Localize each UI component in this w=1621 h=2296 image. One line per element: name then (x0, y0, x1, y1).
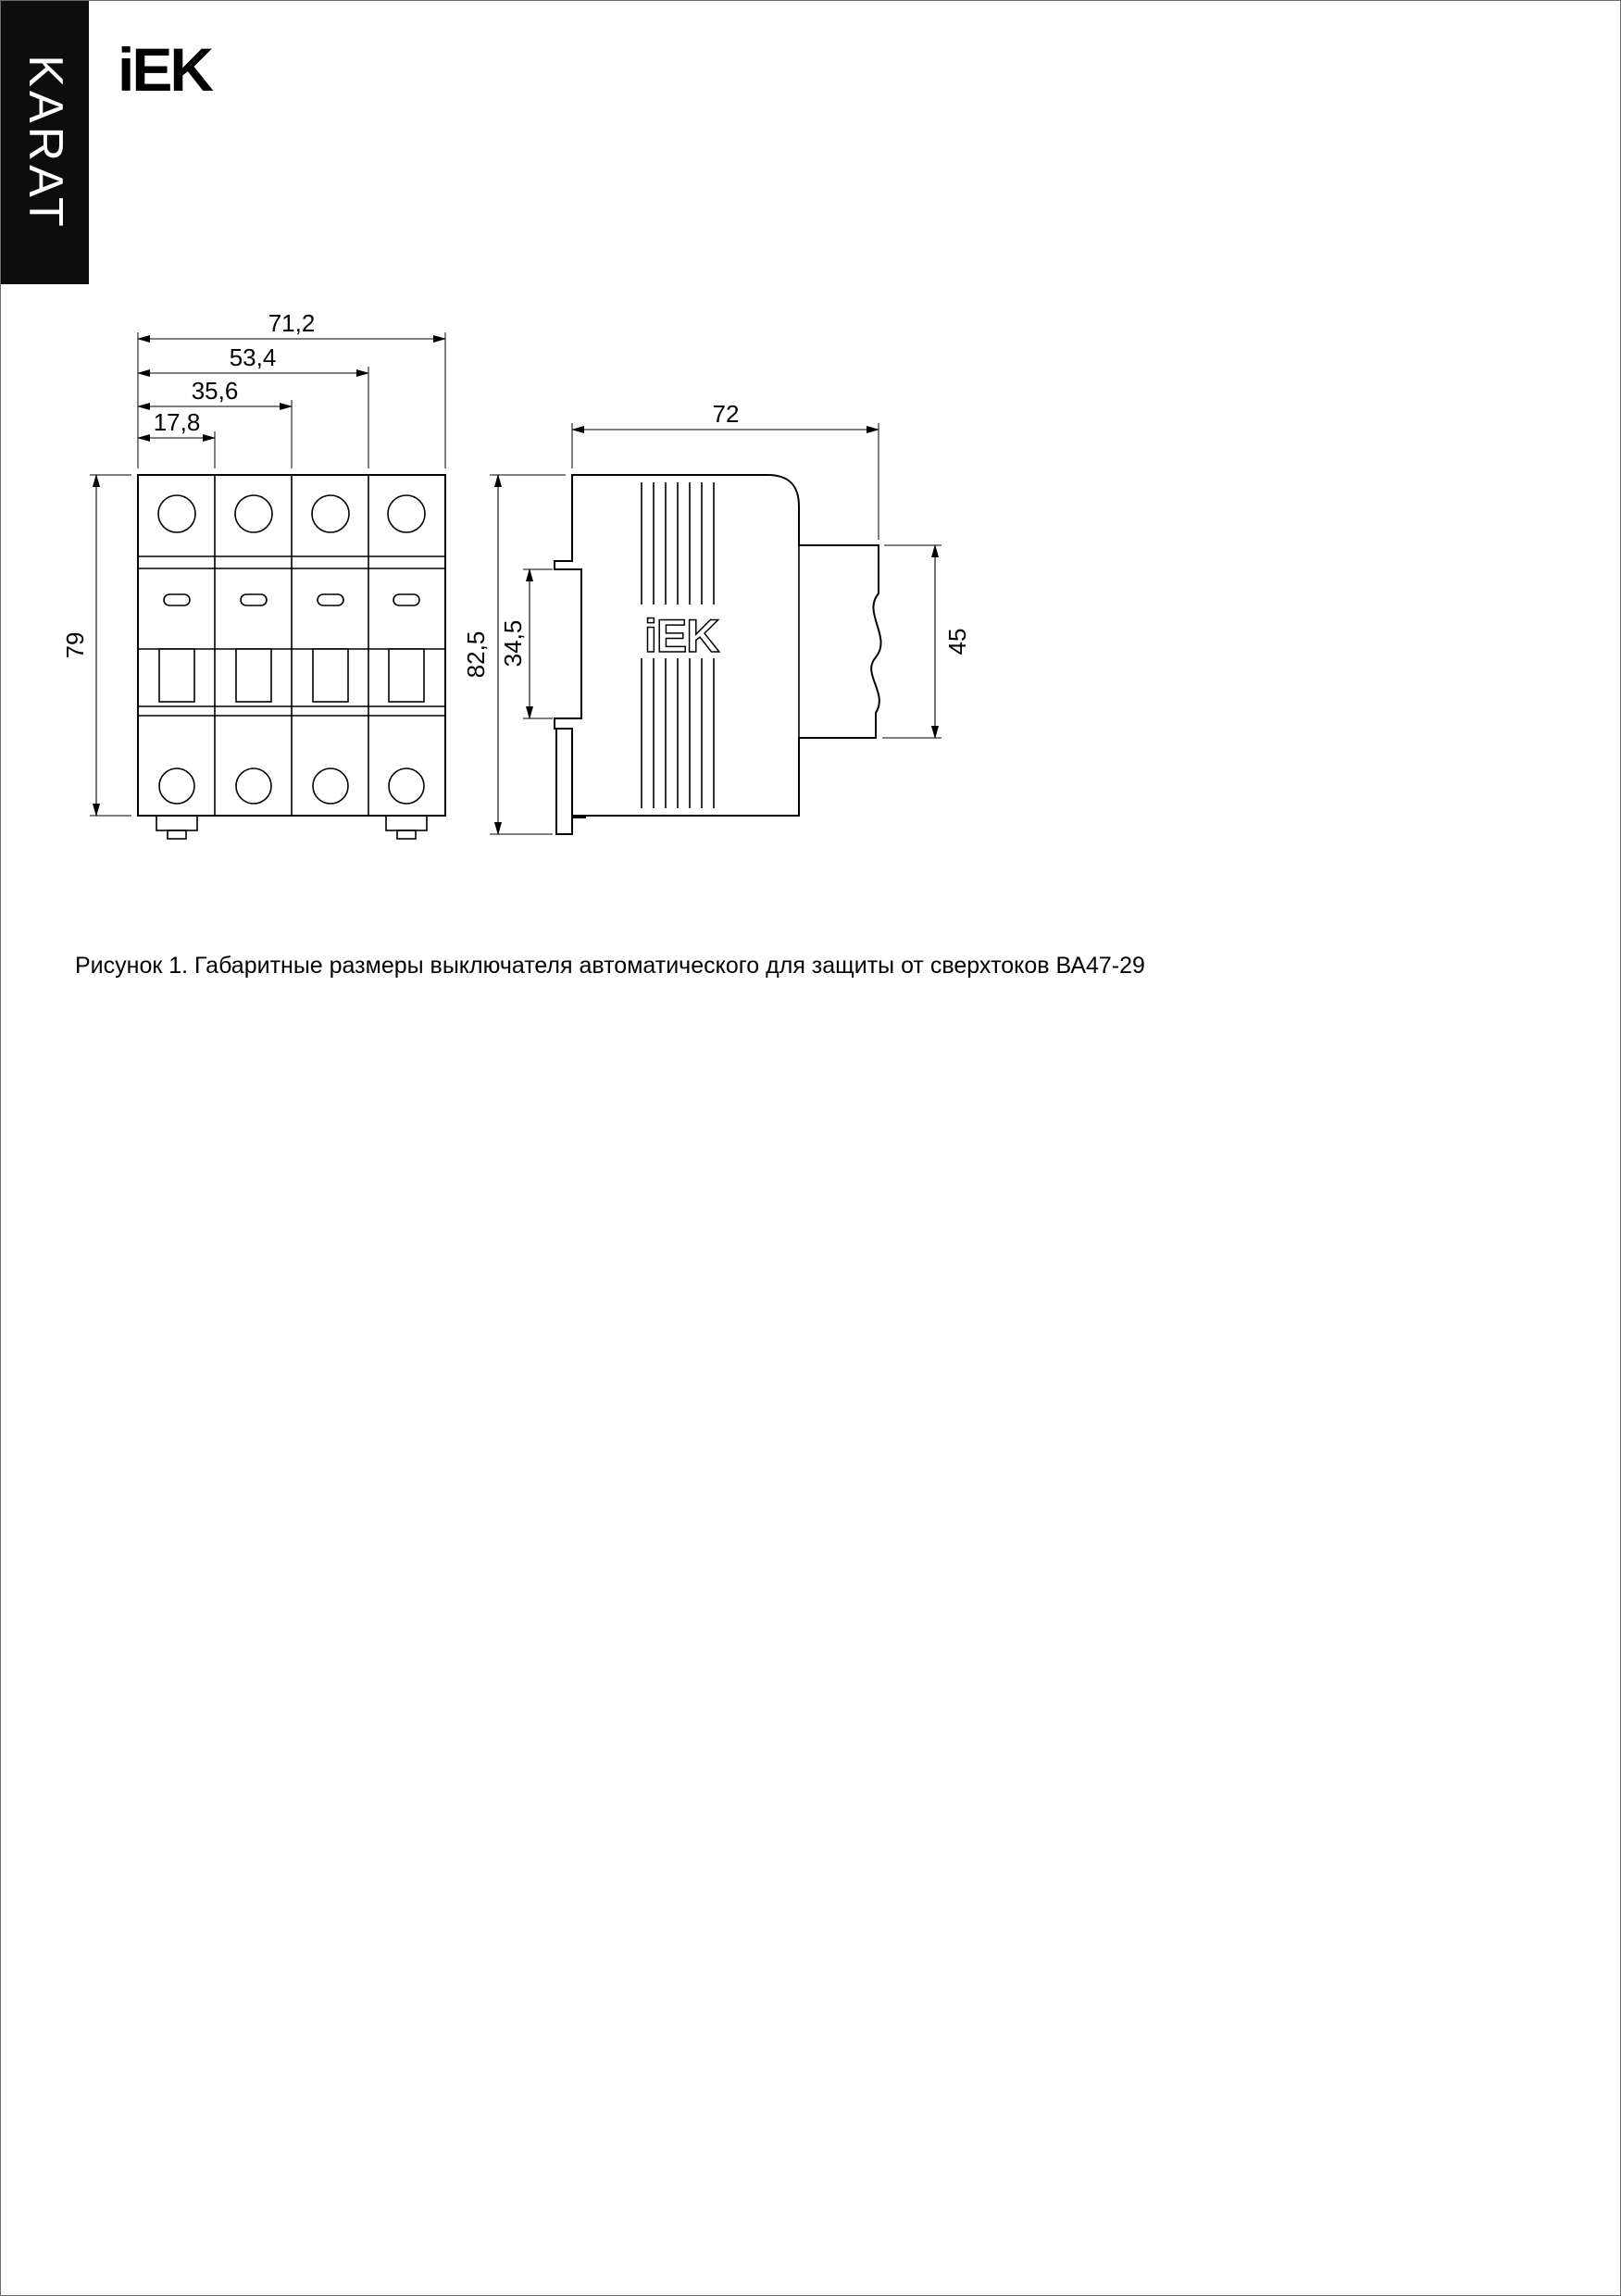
din-clip-front-left (156, 815, 198, 831)
front-view (137, 474, 446, 840)
front-view-dimensions: 71,2 53,4 35,6 17,8 79 (61, 309, 447, 817)
label-window-1 (163, 593, 191, 606)
toggle-handle-4 (388, 648, 425, 703)
terminal-screw-bottom-3 (312, 767, 349, 805)
terminal-screw-bottom-2 (235, 767, 272, 805)
label-window-4 (393, 593, 420, 606)
dim-label-side-front-height: 45 (943, 629, 971, 655)
figure-caption: Рисунок 1. Габаритные размеры выключател… (75, 953, 1145, 979)
karat-brand-badge: KARAT (1, 1, 89, 284)
dim-label-front-width-one: 17,8 (154, 408, 201, 436)
terminal-screw-top-2 (234, 494, 273, 533)
side-view-dimensions: 72 82,5 34,5 45 (462, 400, 971, 836)
terminal-screw-top-3 (311, 494, 350, 533)
dim-label-front-width-total: 71,2 (268, 309, 316, 337)
dim-label-front-height: 79 (61, 632, 89, 659)
label-window-3 (317, 593, 344, 606)
din-clip-front-right-foot (396, 830, 417, 840)
iek-logo: iEK (118, 34, 214, 105)
side-view: iEK (554, 474, 882, 835)
toggle-handle-3 (312, 648, 349, 703)
vent-slats-upper (641, 482, 715, 605)
dim-label-front-width-three: 53,4 (230, 343, 277, 371)
toggle-handle-2 (235, 648, 272, 703)
vent-slats-lower (641, 658, 715, 808)
din-clip-front-right (385, 815, 428, 831)
dim-label-side-din-channel: 34,5 (499, 620, 527, 668)
dim-label-front-width-two: 35,6 (192, 377, 239, 405)
iek-logo-side: iEK (644, 610, 719, 662)
dim-label-side-depth: 72 (713, 400, 740, 428)
din-clip-front-left-foot (167, 830, 187, 840)
toggle-handle-1 (158, 648, 195, 703)
dim-label-side-height-total: 82,5 (462, 631, 490, 679)
label-window-2 (240, 593, 268, 606)
terminal-screw-bottom-4 (388, 767, 425, 805)
terminal-screw-top-4 (387, 494, 426, 533)
terminal-screw-top-1 (157, 494, 196, 533)
iek-logo-text: iEK (118, 35, 214, 104)
terminal-screw-bottom-1 (158, 767, 195, 805)
